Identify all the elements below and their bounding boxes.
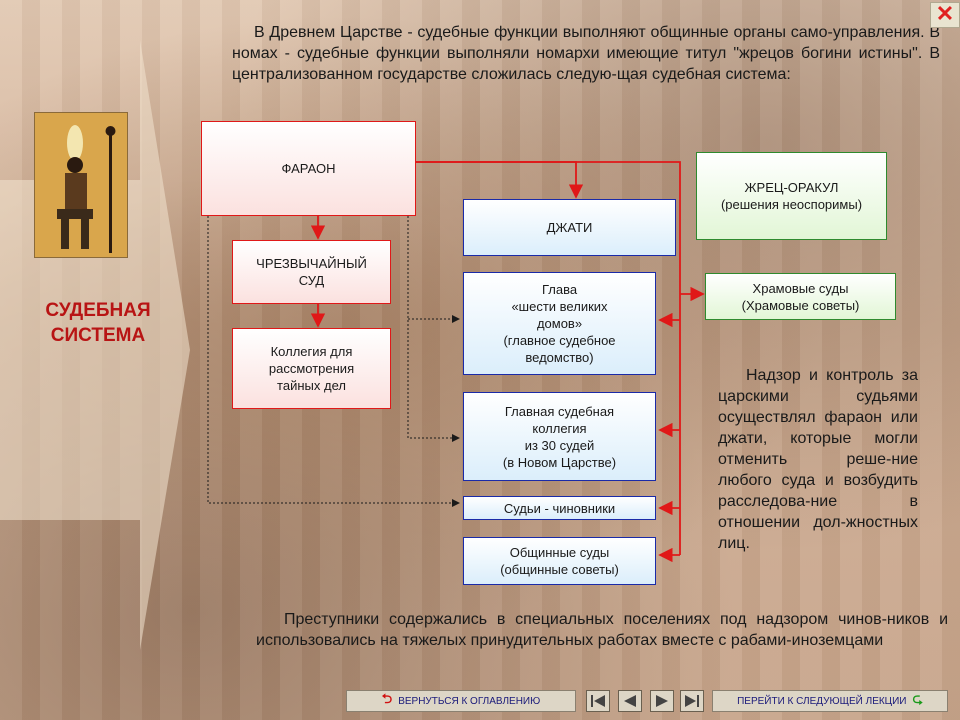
back-arrow-icon: ⮌ — [381, 691, 393, 706]
next-lecture-label: ПЕРЕЙТИ К СЛЕДУЮЩЕЙ ЛЕКЦИИ — [737, 695, 907, 707]
main-college-box: Главная судебная коллегия из 30 судей (в… — [463, 392, 656, 481]
back-to-contents-button[interactable]: ⮌ ВЕРНУТЬСЯ К ОГЛАВЛЕНИЮ — [346, 690, 576, 712]
djati-box: ДЖАТИ — [463, 199, 676, 256]
emergency-court-box: ЧРЕЗВЫЧАЙНЫЙ СУД — [232, 240, 391, 304]
prev-slide-button[interactable] — [618, 690, 642, 712]
pharaoh-box: ФАРАОН — [201, 121, 416, 216]
head-six-houses-box: Глава «шести великих домов» (главное суд… — [463, 272, 656, 375]
intro-text: В Древнем Царстве - судебные функции вып… — [232, 24, 940, 83]
first-slide-icon — [591, 695, 605, 707]
last-slide-icon — [685, 695, 699, 707]
pharaoh-image — [34, 112, 128, 258]
forward-arrow-icon: ⮎ — [912, 691, 923, 706]
officials-judges-box: Судьи - чиновники — [463, 496, 656, 520]
prev-slide-icon — [624, 695, 636, 707]
supervision-note: Надзор и контроль за царскими судьями ос… — [718, 367, 918, 552]
sidebar-title: СУДЕБНАЯ СИСТЕМА — [45, 300, 151, 346]
last-slide-button[interactable] — [680, 690, 704, 712]
next-lecture-button[interactable]: ПЕРЕЙТИ К СЛЕДУЮЩЕЙ ЛЕКЦИИ ⮎ — [712, 690, 948, 712]
close-button[interactable]: ✕ — [930, 2, 960, 28]
next-slide-icon — [656, 695, 668, 707]
temple-courts-box: Храмовые суды (Храмовые советы) — [705, 273, 896, 320]
secret-college-box: Коллегия для рассмотрения тайных дел — [232, 328, 391, 409]
first-slide-button[interactable] — [586, 690, 610, 712]
back-to-contents-label: ВЕРНУТЬСЯ К ОГЛАВЛЕНИЮ — [398, 695, 541, 707]
priest-oracle-box: ЖРЕЦ-ОРАКУЛ (решения неоспоримы) — [696, 152, 887, 240]
next-slide-button[interactable] — [650, 690, 674, 712]
community-courts-box: Общинные суды (общинные советы) — [463, 537, 656, 585]
outro-text: Преступники содержались в специальных по… — [256, 611, 948, 649]
